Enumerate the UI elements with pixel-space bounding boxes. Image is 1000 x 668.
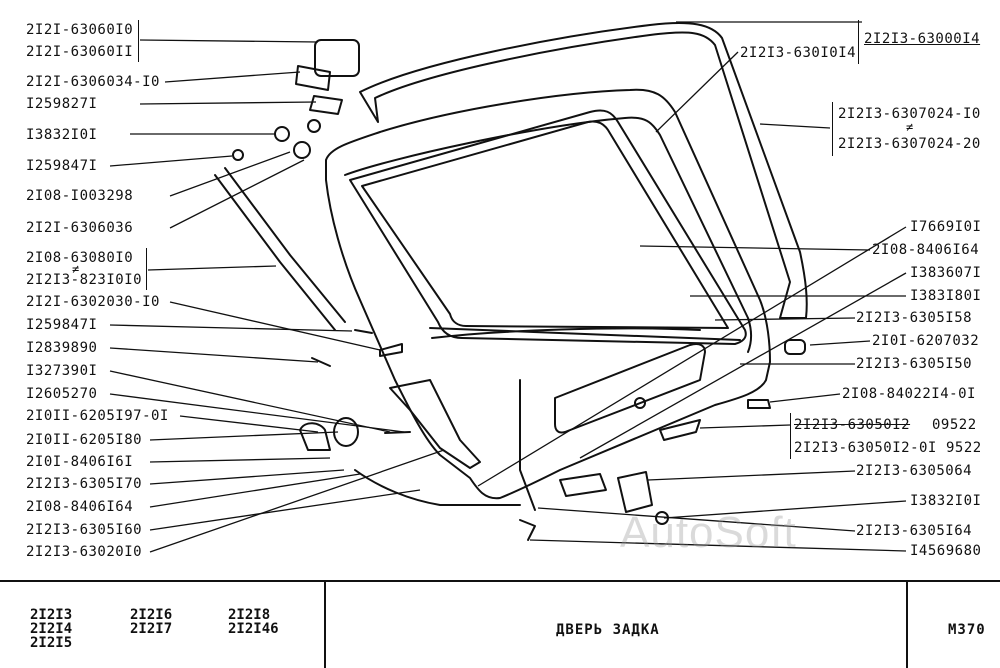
part-label: 2I2I3-63020I0 xyxy=(26,544,143,560)
handle xyxy=(659,419,701,441)
part-label: I3832I0I xyxy=(910,493,982,509)
drawing-title: ДВЕРЬ ЗАДКА xyxy=(556,622,660,638)
model-code: 2I2I5 xyxy=(30,635,73,651)
not-equal-symbol: ≠ xyxy=(906,120,914,134)
lock-mechanism xyxy=(559,473,607,497)
part-label: 2I2I3-6305064 xyxy=(856,463,973,479)
gas-strut xyxy=(214,167,346,331)
part-label: 2I0I-6207032 xyxy=(872,333,980,349)
model-code: 2I2I46 xyxy=(228,621,279,637)
part-label: 2I0II-6205I97-0I xyxy=(26,408,169,424)
model-list: 2I2I8 2I2I46 xyxy=(228,608,279,636)
part-label: 2I2I3-6307024-20 xyxy=(838,136,981,152)
clip xyxy=(311,357,331,367)
weatherstrip-seal xyxy=(359,22,808,319)
group-bracket xyxy=(138,20,139,62)
part-label: 2I0I-8406I6I xyxy=(26,454,134,470)
part-label: 2I2I3-6305I64 xyxy=(856,523,973,539)
part-label: 2I08-84022I4-0I xyxy=(842,386,976,402)
part-label: I383I80I xyxy=(910,288,982,304)
divider xyxy=(324,582,326,668)
part-label: 2I2I3-6305I60 xyxy=(26,522,143,538)
part-label: 2I08-8406I64 xyxy=(872,242,980,258)
model-code: 2I2I8 xyxy=(228,607,271,623)
part-label: 2I2I3-63000I4 xyxy=(864,31,981,47)
part-label: 2I2I-63060I0 xyxy=(26,22,134,38)
part-label: 2I2I3-823I0I0 xyxy=(26,272,143,288)
part-label: 2I0II-6205I80 xyxy=(26,432,143,448)
bolt-1 xyxy=(384,431,411,434)
part-label: 2I2I-63060II xyxy=(26,44,134,60)
group-bracket xyxy=(858,20,859,64)
bumper xyxy=(784,339,806,355)
title-block: 2I2I3 2I2I4 2I2I5 2I2I6 2I2I7 2I2I8 2I2I… xyxy=(0,580,1000,668)
rear-window-frame xyxy=(349,109,747,345)
license-plate-recess xyxy=(554,342,706,434)
part-label: 2I2I3-6305I50 xyxy=(856,356,973,372)
part-label: I259847I xyxy=(26,317,98,333)
part-label: I2605270 xyxy=(26,386,98,402)
group-bracket xyxy=(790,413,791,459)
bushing xyxy=(293,141,311,159)
model-code: 2I2I4 xyxy=(30,621,73,637)
model-code: 2I2I3 xyxy=(30,607,73,623)
group-bracket xyxy=(832,102,833,156)
lock-latch xyxy=(299,422,331,451)
part-label: 2I2I-6306034-I0 xyxy=(26,74,160,90)
lock-nut xyxy=(634,397,646,409)
part-label: I7669I0I xyxy=(910,219,982,235)
part-label: 2I2I3-63050I2 xyxy=(794,417,911,433)
tailgate-door-panel xyxy=(325,88,771,500)
lower-trim-left xyxy=(389,379,481,469)
watermark: AutoSoft xyxy=(620,508,797,557)
part-label: I327390I xyxy=(26,363,98,379)
part-label: 2I2I3-6305I58 xyxy=(856,310,973,326)
nut-2 xyxy=(307,119,321,133)
bulb xyxy=(747,399,771,409)
nut-1 xyxy=(274,126,290,142)
part-label: 09522 xyxy=(932,417,977,433)
part-label: 2I08-8406I64 xyxy=(26,499,134,515)
hinge-cover xyxy=(314,39,360,77)
part-label: I259847I xyxy=(26,158,98,174)
part-label: 2I2I3-6305I70 xyxy=(26,476,143,492)
part-label: 2I08-I003298 xyxy=(26,188,134,204)
model-list: 2I2I6 2I2I7 xyxy=(130,608,172,636)
part-label: I383607I xyxy=(910,265,982,281)
release-cable xyxy=(354,469,521,506)
model-list: 2I2I3 2I2I4 2I2I5 xyxy=(30,608,72,650)
rod-handle xyxy=(379,343,403,357)
part-label: 2I2I3-630I0I4 xyxy=(740,45,857,61)
not-equal-symbol: ≠ xyxy=(72,262,80,276)
drawing-code: М370 xyxy=(948,622,986,638)
part-label: 2I08-63080I0 xyxy=(26,250,134,266)
cable-rod xyxy=(519,379,536,511)
tailgate-inner-edge xyxy=(344,116,752,353)
washer xyxy=(232,149,244,161)
part-label: 2I2I3-6307024-I0 xyxy=(838,106,981,122)
wing-bolt xyxy=(519,519,536,541)
part-label: 9522 xyxy=(946,440,982,456)
group-bracket xyxy=(146,248,147,290)
divider xyxy=(906,582,908,668)
part-label: I259827I xyxy=(26,96,98,112)
tailgate-exploded-diagram xyxy=(109,21,907,553)
part-label: 2I2I3-63050I2-0I xyxy=(794,440,937,456)
bolt-2 xyxy=(354,329,373,334)
part-label: I3832I0I xyxy=(26,127,98,143)
part-label: I4569680 xyxy=(910,543,982,559)
part-label: 2I2I-6302030-I0 xyxy=(26,294,160,310)
model-code: 2I2I6 xyxy=(130,607,173,623)
hinge-pad xyxy=(309,95,343,115)
rear-window-glass xyxy=(361,120,729,329)
part-label: I2839890 xyxy=(26,340,98,356)
model-code: 2I2I7 xyxy=(130,621,173,637)
striker-bracket xyxy=(617,471,653,513)
part-label: 2I2I-6306036 xyxy=(26,220,134,236)
hinge-bracket xyxy=(295,65,331,91)
